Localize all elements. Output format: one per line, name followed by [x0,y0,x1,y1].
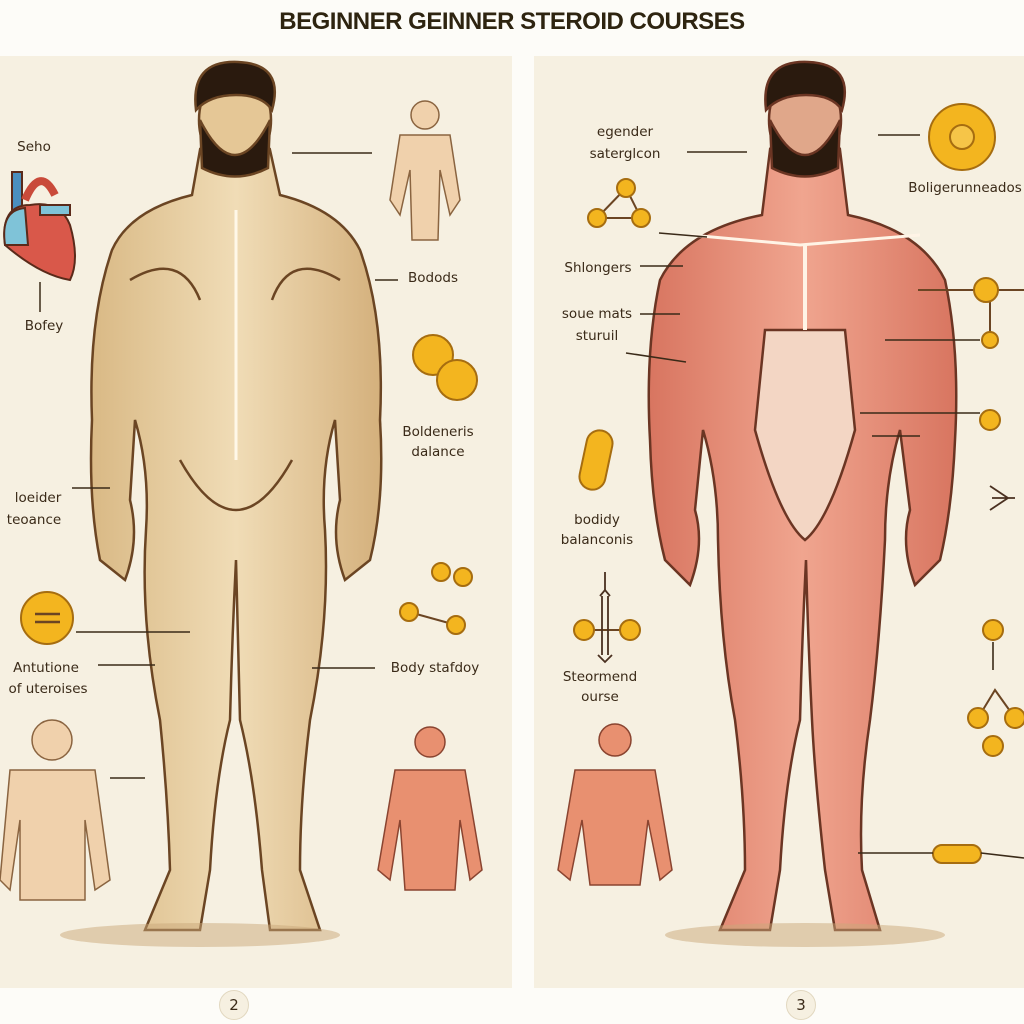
small-figure-bottom-left [0,719,111,901]
label-of-uteroises: of uteroises [8,681,88,697]
label-seho: Seho [17,139,51,155]
label-teoance: teoance [6,512,62,528]
label-sturuil: sturuil [575,328,619,344]
label-steormend: Steormend [562,669,638,685]
page-number-right: 3 [786,990,816,1020]
pill-icon [20,334,478,645]
back-view-figure [89,60,383,932]
capsule-icon [578,429,982,864]
label-shlongers: Shlongers [564,260,632,276]
label-bodods: Bodods [408,270,458,286]
label-boligerunneados: Boligerunneados [908,180,1022,196]
molecule-icon [573,103,1024,757]
leader-lines-right [625,134,1024,859]
label-bofey: Bofey [24,318,64,334]
small-muscle-figure-left [377,726,483,891]
label-boldeneris: Boldeneris [402,424,474,440]
leader-lines-left [72,152,398,779]
label-saterglcon: saterglcon [589,146,661,162]
label-bodidy: bodidy [574,512,620,528]
page-number-left: 2 [219,990,249,1020]
label-body-stafdoy: Body stafdoy [390,660,480,676]
label-loeider: loeider [14,490,62,506]
small-figure-top [389,100,461,241]
label-ourse: ourse [581,689,619,705]
ground [60,923,340,947]
page-title: BEGINNER GEINNER STEROID COURSES [279,8,745,35]
ground [665,923,945,947]
label-dalance: dalance [411,444,465,460]
small-muscle-figure-right [557,723,673,886]
label-soue-mats: soue mats [561,306,633,322]
label-balanconis: balanconis [560,532,634,548]
front-muscle-figure [647,60,958,932]
heart-icon [3,171,76,282]
arrow-icon [597,485,1015,664]
label-antutione: Antutione [13,660,79,676]
label-egender: egender [596,124,654,140]
